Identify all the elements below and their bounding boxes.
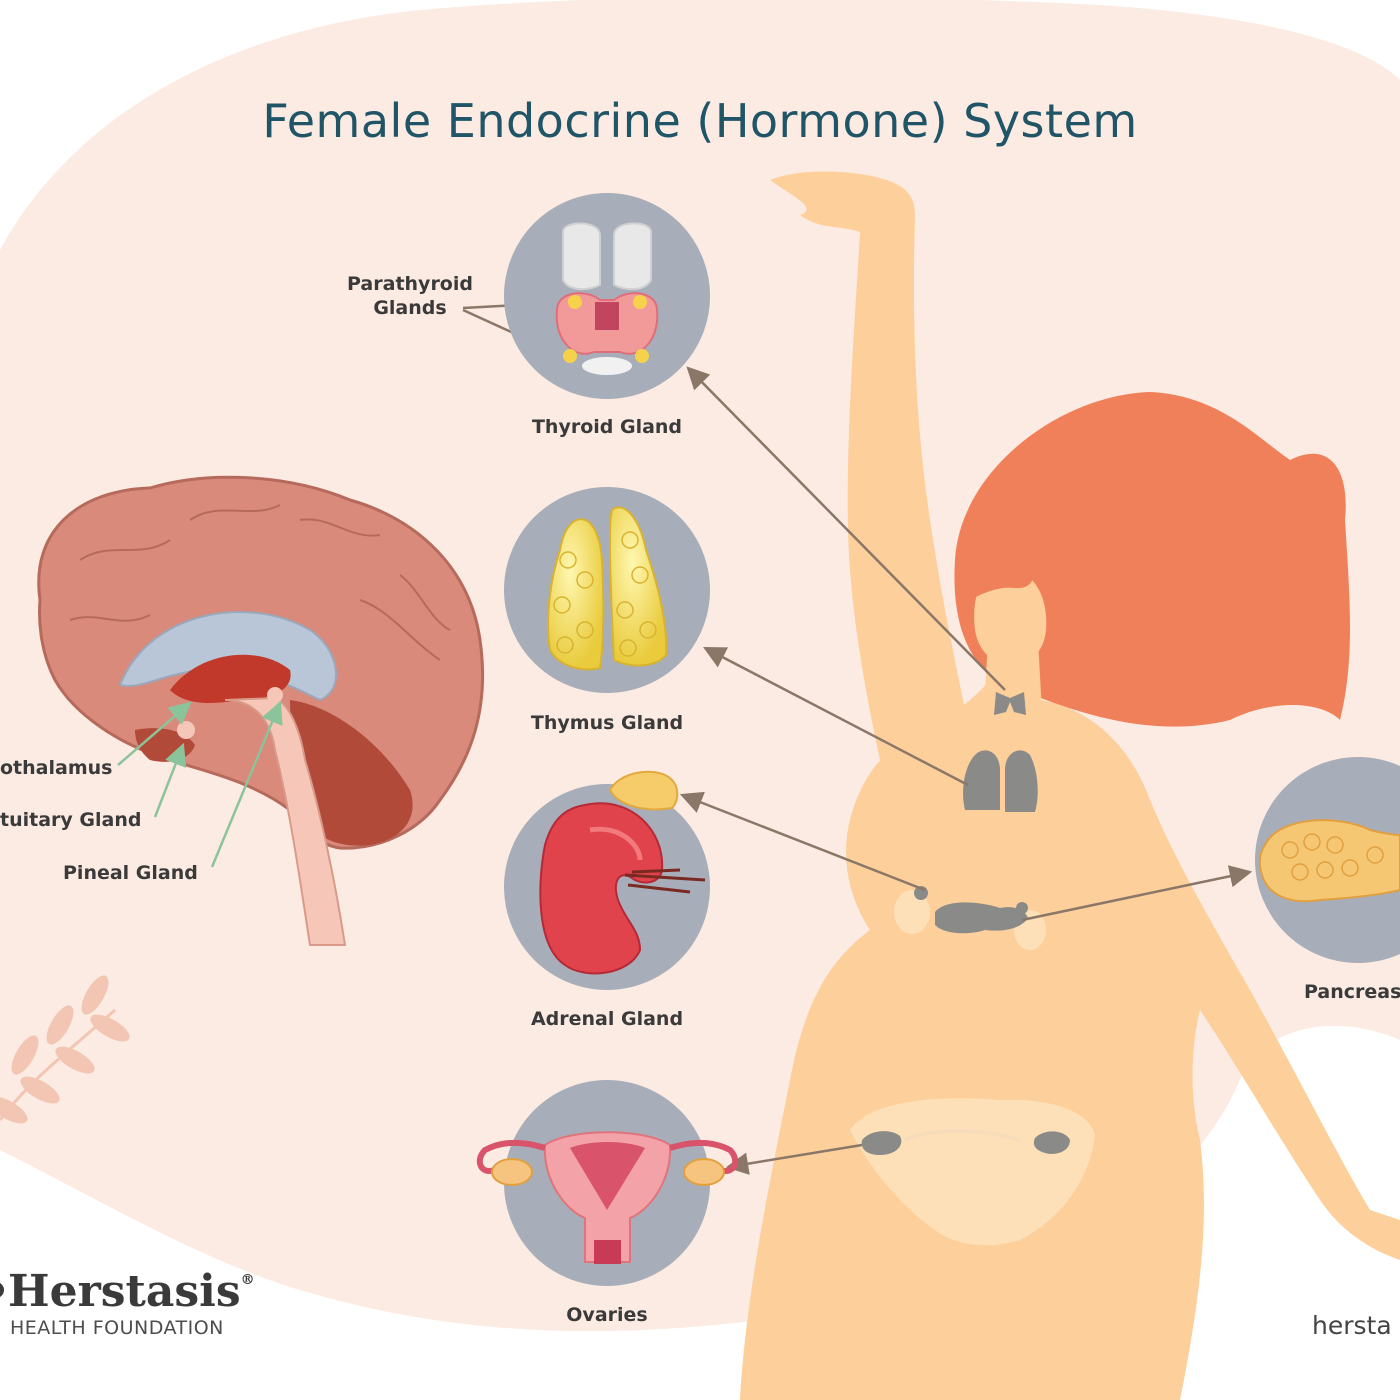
hair-bangs [970, 564, 1033, 600]
label-thymus: Thymus Gland [531, 712, 683, 734]
brand-name: Herstasis® [8, 1266, 255, 1317]
pointer-thymus [703, 646, 969, 787]
ovary-silhouette-right [1033, 1131, 1070, 1154]
pointer-adrenal [679, 791, 926, 892]
label-hypothalamus: othalamus [0, 757, 112, 779]
thyroid-gland-icon [504, 193, 710, 399]
adrenal-gland-icon [504, 770, 710, 990]
torso [740, 680, 1400, 1400]
ovaries-uterus-icon [476, 1080, 739, 1286]
brain-pointer-lines [117, 700, 283, 868]
pelvis-shade [850, 1098, 1095, 1246]
wheat-leaf-decoration-icon [0, 975, 130, 1124]
label-pancreas: Pancreas [1304, 981, 1400, 1003]
pancreas-icon [1255, 757, 1400, 963]
page-title: Female Endocrine (Hormone) System [262, 94, 1137, 148]
brain-cross-section-icon [37, 475, 485, 946]
label-thyroid: Thyroid Gland [532, 416, 682, 438]
label-parathyroid-line1: Parathyroid [347, 273, 473, 295]
pointer-hypothalamus [117, 701, 192, 766]
pituitary-shape [177, 721, 195, 739]
thymus-gland-icon [504, 487, 710, 693]
pineal-shape [267, 687, 283, 703]
hair [954, 392, 1350, 727]
pointer-pineal [210, 700, 283, 868]
ovary-silhouette-left [861, 1131, 902, 1155]
pointer-thyroid [686, 366, 1006, 691]
label-pituitary: tuitary Gland [0, 809, 141, 831]
thymus-silhouette [963, 750, 1038, 812]
brand-logo-icon [0, 1283, 4, 1297]
label-adrenal: Adrenal Gland [531, 1008, 683, 1030]
thyroid-silhouette [994, 692, 1026, 715]
face [974, 569, 1047, 665]
adrenal-silhouette-right [1016, 902, 1028, 914]
label-parathyroid-line2: Glands [373, 297, 446, 319]
woman-figure [740, 171, 1400, 1400]
raised-arm [770, 171, 965, 760]
kidney-left-shade [894, 890, 930, 934]
label-ovaries: Ovaries [566, 1304, 647, 1326]
pancreas-silhouette [935, 902, 1028, 934]
uterus-outline [904, 1129, 1021, 1142]
brand-subtitle: HEALTH FOUNDATION [10, 1317, 224, 1339]
brand-website: hersta [1312, 1311, 1392, 1340]
label-pineal: Pineal Gland [63, 862, 198, 884]
pointer-pancreas [1021, 865, 1253, 922]
body-glands [861, 692, 1070, 1155]
pointer-pituitary [153, 742, 187, 818]
pointer-ovaries [725, 1143, 863, 1175]
